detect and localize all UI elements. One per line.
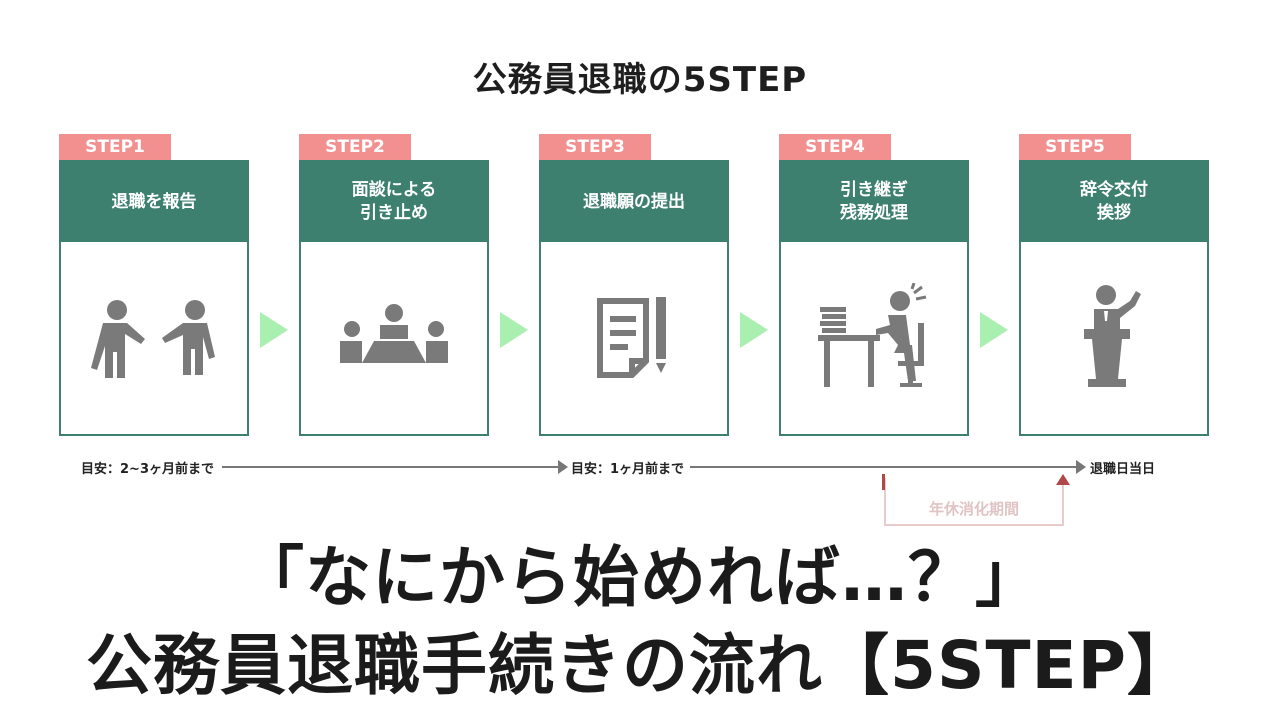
timeline-arrowhead [558, 460, 568, 474]
step-card: 面談による 引き止め [299, 160, 489, 436]
leave-end-arrow [1056, 474, 1070, 485]
step-tag: STEP4 [779, 134, 891, 160]
headline-line-2: 公務員退職手続きの流れ【5STEP】 [86, 627, 1194, 704]
meeting-table-icon [340, 304, 448, 363]
step-card: 辞令交付 挨拶 [1019, 160, 1209, 436]
step-heading: 退職願の提出 [541, 162, 727, 242]
step-tag: STEP2 [299, 134, 411, 160]
step-arrow [980, 312, 1008, 348]
step-4: STEP4 引き継ぎ 残務処理 [779, 134, 969, 436]
step-heading: 引き継ぎ 残務処理 [781, 162, 967, 242]
step-card: 引き継ぎ 残務処理 [779, 160, 969, 436]
leave-period-label: 年休消化期間 [928, 500, 1019, 518]
timeline-arrowhead [1076, 460, 1086, 474]
step-3: STEP3 退職願の提出 [539, 134, 729, 436]
page-title: 公務員退職の5STEP [472, 60, 808, 100]
step-heading: 辞令交付 挨拶 [1021, 162, 1207, 242]
timeline-label-3: 退職日当日 [1090, 462, 1156, 477]
timeline-line [222, 466, 558, 468]
step-card: 退職を報告 [59, 160, 249, 436]
step-arrow [500, 312, 528, 348]
document-pen-icon [597, 297, 666, 378]
step-arrow [260, 312, 288, 348]
step-heading: 面談による 引き止め [301, 162, 487, 242]
timeline-label-2: 目安：1ヶ月前まで [571, 462, 685, 477]
podium-speaker-icon [1084, 285, 1141, 387]
step-heading: 退職を報告 [61, 162, 247, 242]
two-people-talking-icon [91, 300, 215, 378]
step-arrow [740, 312, 768, 348]
headline-line-1: 「なにから始めれば…？」 [238, 539, 1042, 616]
desk-worker-icon [818, 283, 927, 387]
step-5: STEP5 辞令交付 挨拶 [1019, 134, 1209, 436]
timeline-label-1: 目安：2~3ヶ月前まで [81, 462, 214, 477]
leave-period-bracket [884, 478, 1064, 526]
step-tag: STEP5 [1019, 134, 1131, 160]
step-tag: STEP3 [539, 134, 651, 160]
leave-start-marker [882, 474, 885, 490]
timeline-line [690, 466, 1076, 468]
step-2: STEP2 面談による 引き止め [299, 134, 489, 436]
step-card: 退職願の提出 [539, 160, 729, 436]
step-tag: STEP1 [59, 134, 171, 160]
step-1: STEP1 退職を報告 [59, 134, 249, 436]
